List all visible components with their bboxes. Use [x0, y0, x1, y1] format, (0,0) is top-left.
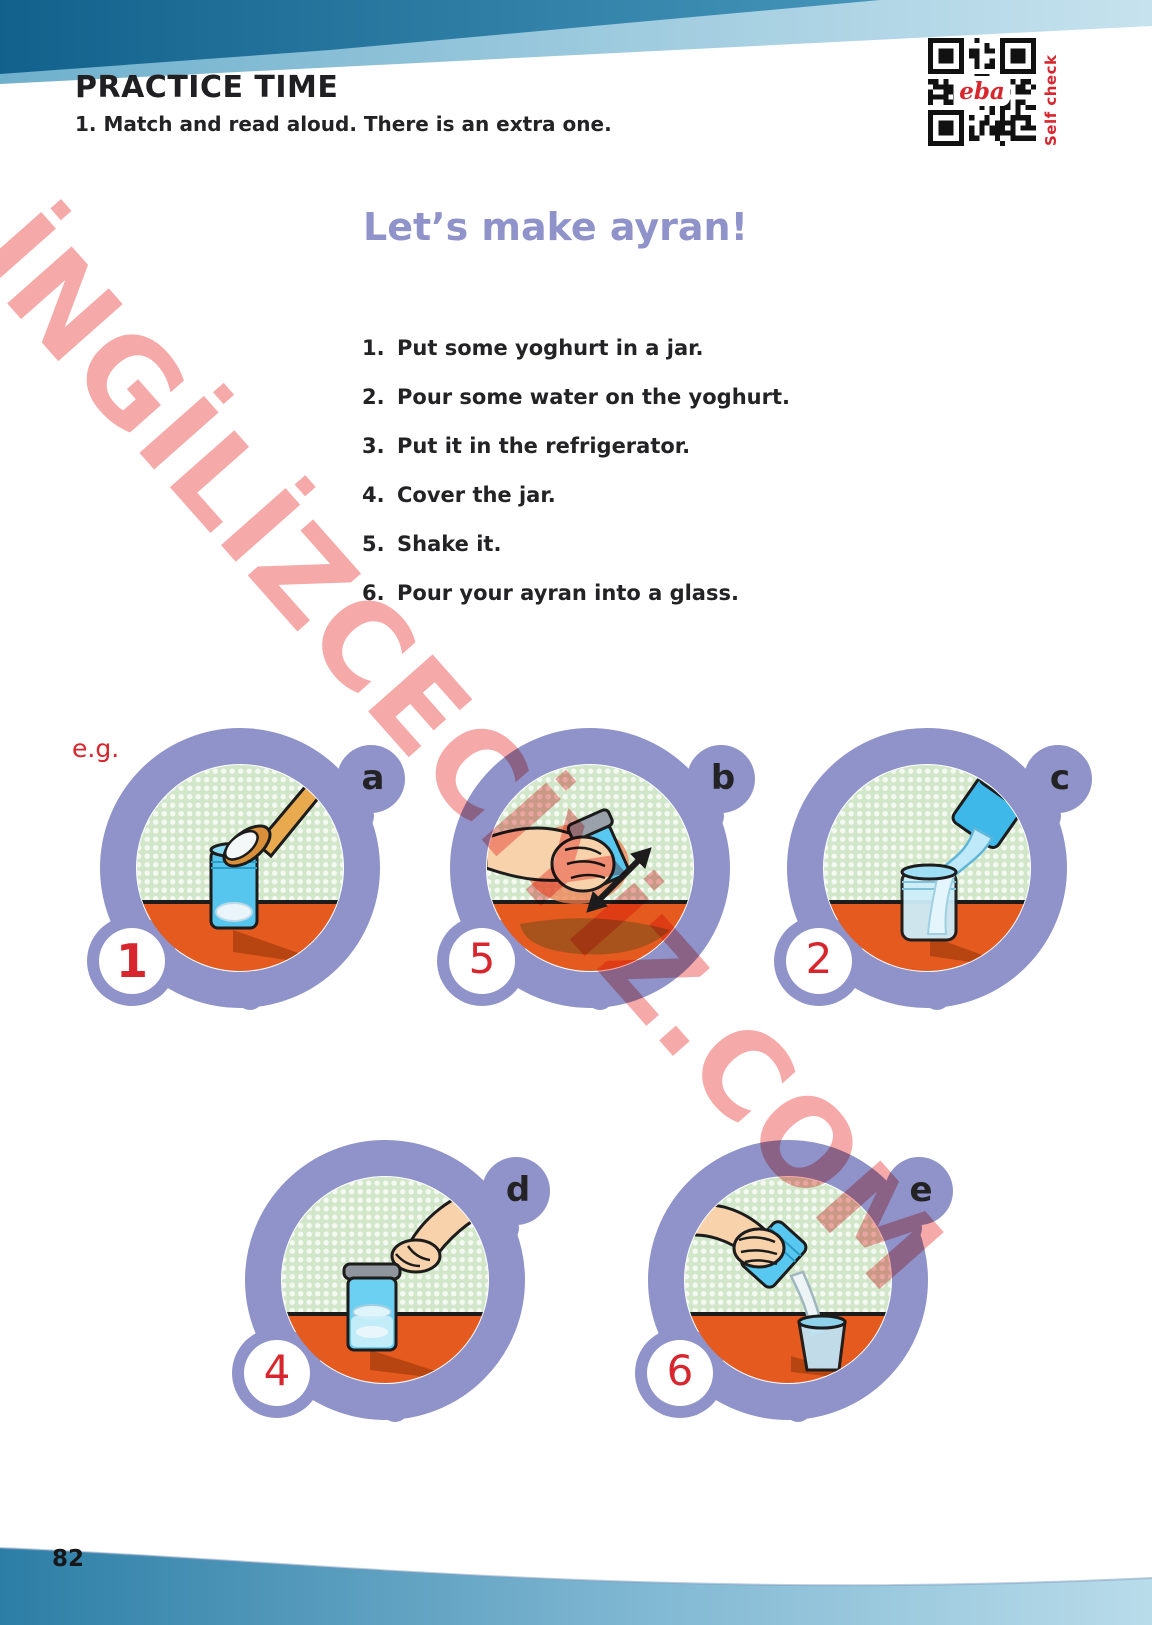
- exercise-instruction: 1. Match and read aloud. There is an ext…: [75, 112, 612, 136]
- card-answer-field[interactable]: 6: [666, 1346, 694, 1395]
- example-label: e.g.: [72, 734, 120, 763]
- card-answer-field[interactable]: 5: [468, 934, 496, 983]
- match-card-d: d 4: [220, 1128, 560, 1468]
- top-band: [0, 0, 1152, 84]
- match-card-c: c 2: [762, 716, 1102, 1056]
- step-item: 6.Pour your ayran into a glass.: [362, 581, 739, 605]
- card-letter: d: [505, 1170, 531, 1210]
- card-answer-field[interactable]: 4: [263, 1346, 291, 1395]
- card-letter: b: [710, 758, 736, 798]
- bottom-band: [0, 1547, 1152, 1625]
- match-card-e: e 6: [623, 1128, 963, 1468]
- eba-logo: eba: [954, 76, 1010, 106]
- steps-list: 1.Put some yoghurt in a jar. 2.Pour some…: [362, 336, 790, 630]
- step-item: 3.Put it in the refrigerator.: [362, 434, 691, 458]
- step-item: 5.Shake it.: [362, 532, 502, 556]
- activity-title: Let’s make ayran!: [363, 205, 748, 249]
- step-item: 1.Put some yoghurt in a jar.: [362, 336, 704, 360]
- self-check-label: Self check: [1042, 54, 1060, 146]
- page-number: 82: [52, 1546, 85, 1572]
- step-item: 2.Pour some water on the yoghurt.: [362, 385, 790, 409]
- card-letter: e: [909, 1170, 933, 1210]
- step-item: 4.Cover the jar.: [362, 483, 556, 507]
- card-answer-field[interactable]: 2: [805, 934, 833, 983]
- match-card-b: b 5: [425, 716, 765, 1056]
- card-answer-field[interactable]: 1: [115, 934, 148, 988]
- card-letter: a: [361, 758, 385, 798]
- match-card-a: a 1: [75, 716, 415, 1056]
- card-letter: c: [1049, 758, 1071, 798]
- page-title: PRACTICE TIME: [75, 70, 339, 105]
